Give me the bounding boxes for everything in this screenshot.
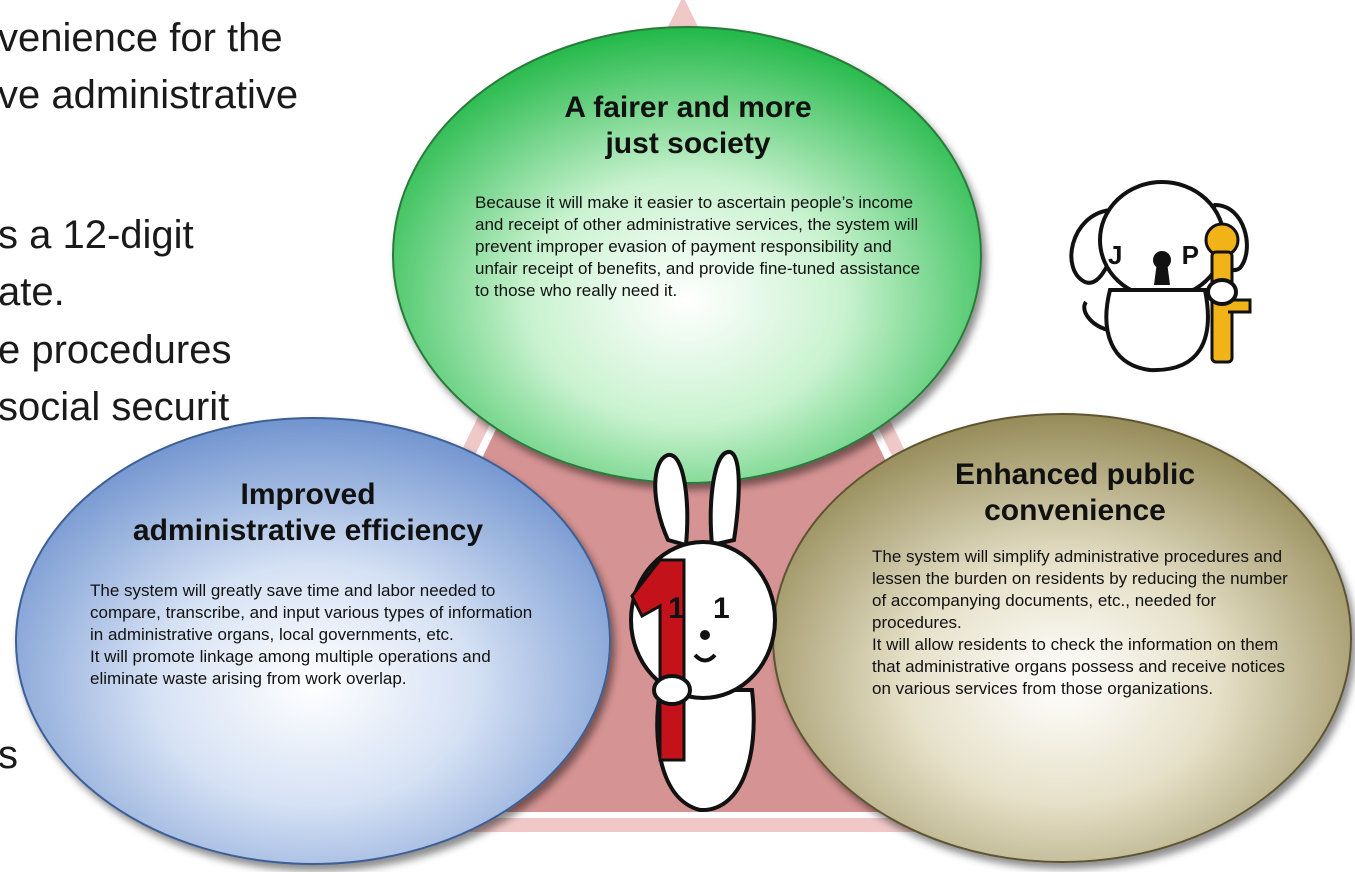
efficiency-description-paragraph: It will promote linkage among multiple o… — [90, 647, 491, 688]
convenience-title-line: convenience — [984, 494, 1166, 527]
dog-letters: J P — [1108, 240, 1200, 270]
dog-mascot-icon — [1069, 180, 1252, 373]
rabbit-mascot-icon — [629, 450, 777, 813]
convenience-description-paragraph: It will allow residents to check the inf… — [872, 635, 1285, 698]
fair-society-description: Because it will make it easier to ascert… — [475, 193, 921, 300]
background-text-line: s a 12-digit — [0, 213, 194, 257]
fair-society-title-line: A fairer and more — [564, 91, 812, 124]
fair-society-title-line: just society — [605, 127, 771, 160]
background-text-line: ve administrative — [0, 73, 299, 117]
efficiency-title-line: Improved — [240, 478, 376, 511]
efficiency-title: Improved administrative efficiency — [70, 477, 546, 549]
convenience-title-line: Enhanced public — [954, 458, 1196, 491]
efficiency-description: The system will greatly save time and la… — [90, 580, 550, 690]
ellipse-fair-society — [392, 26, 982, 484]
background-text-line: social securit — [0, 385, 230, 429]
efficiency-title-line: administrative efficiency — [132, 514, 484, 547]
rabbit-digits: 1 1 — [668, 592, 730, 625]
ellipse-administrative-efficiency — [15, 417, 611, 865]
background-text-line: e procedures — [0, 328, 232, 372]
efficiency-description-paragraph: The system will greatly save time and la… — [90, 581, 533, 644]
convenience-title: Enhanced public convenience — [895, 457, 1255, 529]
background-text-line: ate. — [0, 270, 65, 314]
background-text-line: s — [0, 733, 18, 777]
convenience-description: The system will simplify administrative … — [872, 546, 1302, 700]
background-text-line: venience for the — [0, 16, 283, 60]
convenience-description-paragraph: The system will simplify administrative … — [872, 547, 1288, 632]
fair-society-title: A fairer and more just society — [468, 90, 908, 162]
